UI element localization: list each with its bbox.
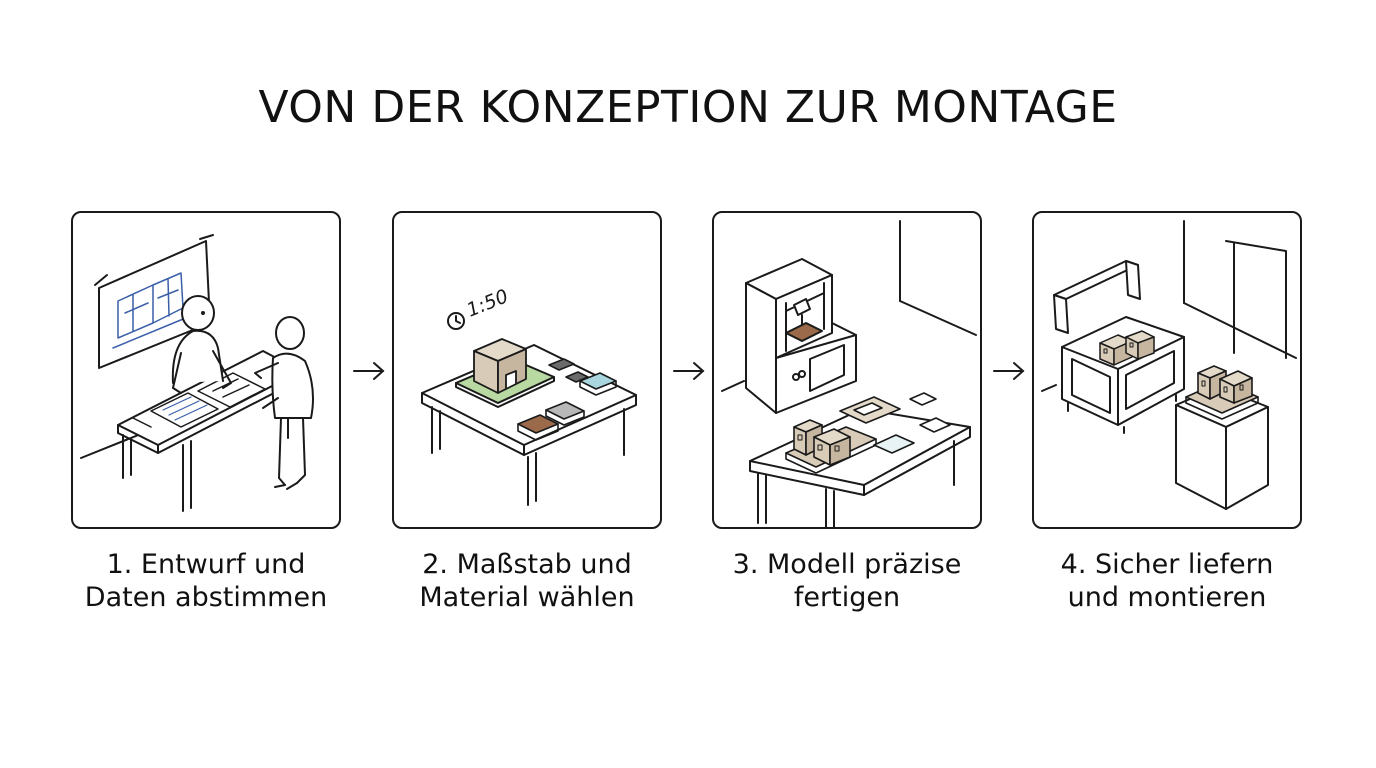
step-1-caption-line-1: 1. Entwurf und — [106, 549, 306, 580]
step-3-caption: 3. Modell präzise fertigen — [697, 548, 997, 614]
3d-printer — [745, 258, 857, 414]
house-model — [473, 338, 527, 394]
material-samples — [517, 358, 617, 441]
step-3-caption-line-2: fertigen — [793, 582, 901, 613]
step-2-caption: 2. Maßstab und Material wählen — [377, 548, 677, 614]
arrow-right-icon — [352, 358, 386, 388]
step-4-caption: 4. Sicher liefern und montieren — [1017, 548, 1317, 614]
step-2-caption-line-1: 2. Maßstab und — [422, 549, 632, 580]
step-3-panel — [712, 211, 982, 529]
step-1-caption-line-2: Daten abstimmen — [84, 582, 328, 613]
installed-model — [1185, 365, 1259, 420]
step-2-caption-line-2: Material wählen — [419, 582, 635, 613]
person-left — [171, 295, 232, 394]
building-model — [785, 419, 877, 474]
model-parts — [839, 392, 951, 454]
step-4-caption-line-2: und montieren — [1067, 582, 1267, 613]
transport-crate — [1053, 260, 1185, 434]
step-1-panel — [71, 211, 341, 529]
step-3-caption-line-1: 3. Modell präzise — [732, 549, 962, 580]
scale-label: 1:50 — [464, 285, 512, 321]
person-right — [254, 316, 314, 490]
packed-models — [1099, 330, 1155, 366]
step-1-caption: 1. Entwurf und Daten abstimmen — [56, 548, 356, 614]
page-title: VON DER KONZEPTION ZUR MONTAGE — [258, 82, 1118, 133]
arrow-right-icon — [992, 358, 1026, 388]
step-4-panel — [1032, 211, 1302, 529]
clock-icon — [447, 312, 465, 330]
step-2-panel: 1:50 — [392, 211, 662, 529]
arrow-right-icon — [672, 358, 706, 388]
step-4-caption-line-1: 4. Sicher liefern — [1060, 549, 1274, 580]
table-plans — [132, 372, 266, 428]
